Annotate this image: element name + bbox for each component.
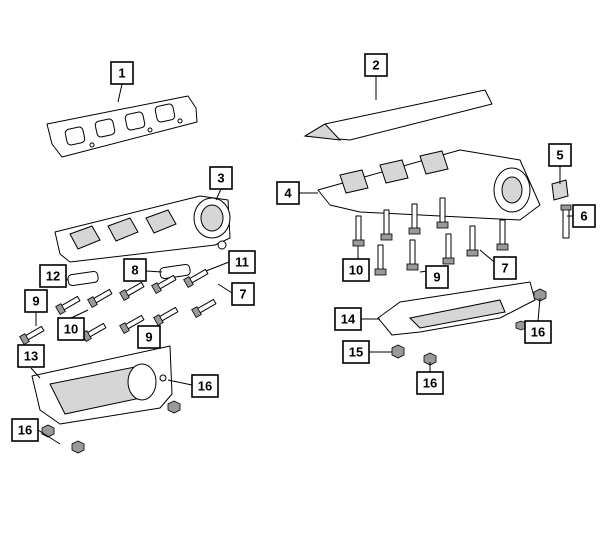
callout-11: 11 bbox=[228, 250, 256, 274]
callout-4: 4 bbox=[276, 181, 300, 205]
part-13-heat-shield-left bbox=[31, 345, 173, 425]
callout-9-right: 9 bbox=[425, 265, 449, 289]
callout-9-left-mid-label: 9 bbox=[145, 330, 152, 345]
left-bolts bbox=[19, 268, 217, 346]
callout-14: 14 bbox=[334, 307, 362, 331]
callout-6-label: 6 bbox=[580, 209, 587, 224]
callout-16-left-bottom: 16 bbox=[11, 418, 39, 442]
right-bolts bbox=[352, 197, 509, 276]
part-4-manifold-right bbox=[317, 149, 541, 221]
callout-9-left-top-label: 9 bbox=[32, 294, 39, 309]
callout-13: 13 bbox=[17, 344, 45, 368]
callout-8-label: 8 bbox=[131, 263, 138, 278]
callout-10-left: 10 bbox=[57, 317, 85, 341]
callout-2: 2 bbox=[364, 53, 388, 77]
callout-1-label: 1 bbox=[118, 66, 125, 81]
callout-9-right-label: 9 bbox=[433, 270, 440, 285]
callout-6: 6 bbox=[572, 204, 596, 228]
callout-15-label: 15 bbox=[349, 345, 363, 360]
callout-2-label: 2 bbox=[372, 58, 379, 73]
left-nuts bbox=[41, 400, 181, 454]
callout-12-label: 12 bbox=[46, 269, 60, 284]
callout-3: 3 bbox=[209, 166, 233, 190]
callout-8: 8 bbox=[123, 258, 147, 282]
callout-4-label: 4 bbox=[284, 186, 292, 201]
callout-16-right-label: 16 bbox=[531, 325, 545, 340]
callout-7-right: 7 bbox=[493, 256, 517, 280]
callout-15: 15 bbox=[342, 340, 370, 364]
callout-1: 1 bbox=[110, 61, 134, 85]
callout-10-right: 10 bbox=[342, 258, 370, 282]
part-1-gasket-left bbox=[46, 95, 198, 158]
callout-5-label: 5 bbox=[556, 148, 563, 163]
part-2-heat-shield-right bbox=[303, 89, 493, 141]
callout-11-label: 11 bbox=[235, 255, 249, 270]
callout-16-right: 16 bbox=[524, 320, 552, 344]
right-nuts bbox=[391, 288, 547, 366]
callout-7-left-label: 7 bbox=[239, 287, 246, 302]
callout-7-right-label: 7 bbox=[501, 261, 508, 276]
part-12-gasket bbox=[67, 270, 99, 287]
callout-9-left-mid: 9 bbox=[137, 325, 161, 349]
callout-16-left-bottom-label: 16 bbox=[18, 423, 32, 438]
callout-16-left-mid-label: 16 bbox=[198, 379, 212, 394]
part-5-clip bbox=[551, 179, 569, 201]
part-8-gasket bbox=[159, 263, 191, 280]
callout-16-right-bottom: 16 bbox=[416, 371, 444, 395]
callout-12: 12 bbox=[39, 264, 67, 288]
callout-16-left-mid: 16 bbox=[191, 374, 219, 398]
callout-10-right-label: 10 bbox=[349, 263, 363, 278]
callout-13-label: 13 bbox=[24, 349, 38, 364]
part-3-manifold-left bbox=[54, 195, 231, 263]
callout-14-label: 14 bbox=[341, 312, 356, 327]
callout-7-left: 7 bbox=[231, 282, 255, 306]
callout-16-right-bottom-label: 16 bbox=[423, 376, 437, 391]
part-14-heat-shield-lower-right bbox=[377, 281, 536, 336]
callout-10-left-label: 10 bbox=[64, 322, 78, 337]
part-6-stud bbox=[560, 204, 572, 239]
callout-9-left-top: 9 bbox=[24, 289, 48, 313]
callout-5: 5 bbox=[548, 143, 572, 167]
callout-3-label: 3 bbox=[217, 171, 224, 186]
